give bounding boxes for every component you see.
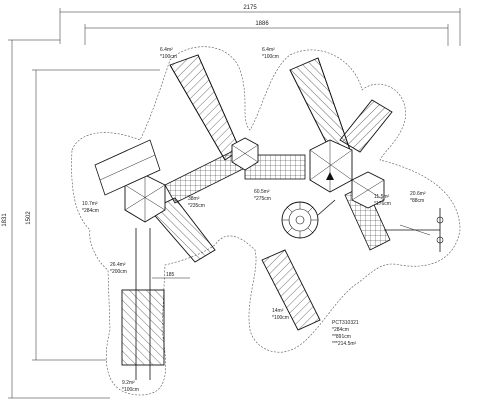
svg-text:60.5m²: 60.5m²	[254, 189, 270, 195]
overall-width-label: 2175	[243, 5, 257, 11]
dimension-overall-width: 2175	[59, 5, 461, 46]
svg-text:38m²: 38m²	[188, 196, 200, 202]
product-code: PCT310321	[332, 320, 359, 326]
svg-text:14m²: 14m²	[272, 308, 284, 314]
area-label-5: 60.5m² *275cm	[254, 189, 271, 202]
tower-right	[309, 139, 353, 193]
svg-text:*176cm: *176cm	[374, 201, 391, 207]
slide-lower-right	[261, 249, 321, 331]
svg-text:*235cm: *235cm	[188, 203, 205, 209]
slide-center-diagonal	[149, 197, 216, 263]
area-label-6: 11.5m² *176cm	[374, 194, 391, 207]
climbing-wall-left	[94, 139, 161, 196]
svg-text:11.5m²: 11.5m²	[374, 194, 390, 200]
inner-height-label: 1502	[26, 211, 32, 225]
svg-text:9.2m²: 9.2m²	[122, 380, 135, 386]
svg-text:*88cm: *88cm	[410, 198, 424, 204]
dimension-overall-height: 1831	[2, 39, 110, 399]
product-info-line-1: *284cm	[332, 327, 349, 333]
product-info-line-3: ***214.5m²	[332, 341, 357, 347]
svg-text:*100cm: *100cm	[122, 387, 139, 393]
segment-dimension-label: 185	[166, 272, 175, 278]
svg-text:20.6m²: 20.6m²	[410, 191, 426, 197]
area-label-1: 6.4m² *100cm	[160, 47, 177, 60]
slide-right-diagonal	[339, 99, 393, 153]
area-labels: 6.4m² *100cm 6.4m² *100cm 10.7m² *284cm …	[82, 47, 426, 393]
tower-far-right	[351, 171, 385, 209]
svg-text:26.4m²: 26.4m²	[110, 262, 126, 268]
inner-width-label: 1886	[255, 21, 269, 27]
dimension-inner-width: 1886	[84, 21, 449, 46]
segment-dimension: 185	[152, 272, 190, 279]
area-label-3: 10.7m² *284cm	[82, 201, 99, 214]
svg-text:*100cm: *100cm	[272, 315, 289, 321]
overall-height-label: 1831	[2, 213, 8, 227]
area-label-9: 14m² *100cm	[272, 308, 289, 321]
area-label-7: 20.6m² *88cm	[410, 191, 426, 204]
svg-text:*200cm: *200cm	[110, 269, 127, 275]
dimension-inner-height: 1502	[26, 69, 160, 361]
area-label-4: 38m² *235cm	[188, 196, 205, 209]
svg-text:*275cm: *275cm	[254, 196, 271, 202]
svg-text:*100cm: *100cm	[262, 54, 279, 60]
net-swing-right	[384, 208, 444, 252]
area-label-8: 26.4m² *200cm	[110, 262, 127, 275]
tower-center	[231, 137, 259, 171]
product-info-line-2: **891cm	[332, 334, 351, 340]
area-label-10: 9.2m² *100cm	[122, 380, 139, 393]
svg-text:*100cm: *100cm	[160, 54, 177, 60]
svg-text:10.7m²: 10.7m²	[82, 201, 98, 207]
product-info-block: PCT310321 *284cm **891cm ***214.5m²	[332, 320, 359, 347]
svg-text:*284cm: *284cm	[82, 208, 99, 214]
svg-text:6.4m²: 6.4m²	[262, 47, 275, 53]
slide-bottom-vertical	[121, 228, 165, 380]
area-label-2: 6.4m² *100cm	[262, 47, 279, 60]
svg-text:6.4m²: 6.4m²	[160, 47, 173, 53]
spiral-slide	[281, 199, 336, 239]
